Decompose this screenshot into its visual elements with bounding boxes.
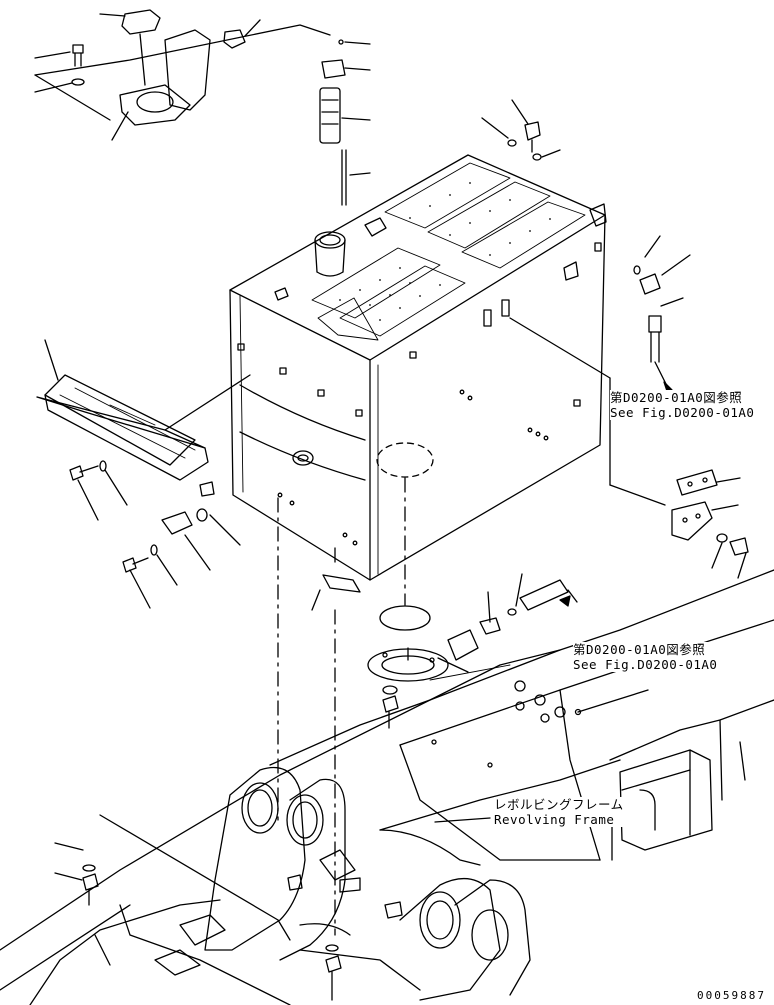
filler-neck-parts [319,39,371,206]
cap-bracket-assembly [34,9,331,141]
reference-upper-en: See Fig.D0200-01A0 [610,405,755,420]
hose-elbow-right [633,235,691,395]
revolving-frame-en: Revolving Frame [494,812,615,827]
drawing-number: 00059887 [697,989,766,1002]
fuel-tank [229,154,607,581]
reference-lower-en: See Fig.D0200-01A0 [573,657,718,672]
clamp-parts [122,481,241,609]
reference-note-upper: 第D0200-01A0図参照 See Fig.D0200-01A0 [610,390,755,420]
reference-upper-jp: 第D0200-01A0図参照 [610,390,743,405]
mounting-bracket-right [509,317,749,579]
step-assembly [36,339,251,521]
revolving-frame-jp: レボルビングフレーム [494,797,624,812]
elbow-fitting-top [481,99,561,161]
reference-note-lower: 第D0200-01A0図参照 See Fig.D0200-01A0 [573,642,718,672]
shim-plate [277,497,361,936]
revolving-frame-label: レボルビングフレーム Revolving Frame [494,797,624,827]
perforation-dots [339,182,551,321]
revolving-frame [0,569,774,1005]
reference-lower-jp: 第D0200-01A0図参照 [573,642,706,657]
gauge-assembly [367,477,649,729]
